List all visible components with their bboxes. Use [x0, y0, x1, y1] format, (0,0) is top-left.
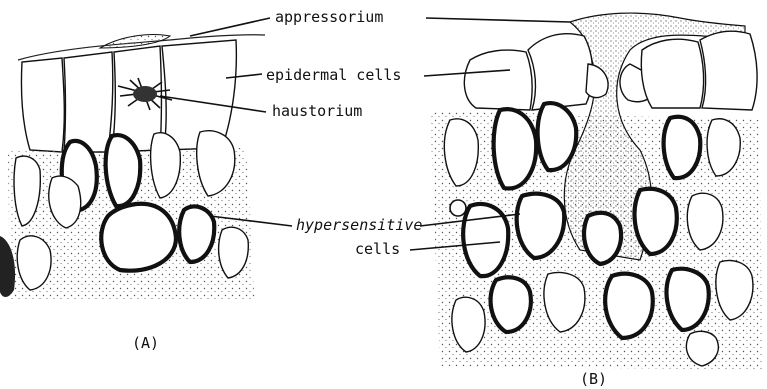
epidermal-cell	[528, 34, 593, 110]
appressorium-label: appressorium	[275, 8, 383, 26]
hypersensitive-cell	[491, 277, 531, 332]
hypersensitive-cell	[538, 103, 577, 170]
hypersensitive-cell	[667, 269, 709, 330]
panel-a-label: (A)	[132, 334, 159, 352]
epidermal-cells-label: epidermal cells	[266, 66, 401, 84]
hypersensitive-cell	[605, 274, 653, 338]
hypersensitive-cell	[584, 213, 621, 264]
epidermal-cell	[641, 39, 703, 108]
hypersensitive-cell	[664, 117, 701, 178]
panel-b	[430, 13, 762, 370]
panel-b-label: (B)	[580, 370, 607, 388]
hypersensitive-cell	[635, 189, 677, 254]
hypersensitive-cell	[463, 204, 508, 276]
panel-a	[0, 35, 265, 301]
hypersensitive-cell	[101, 204, 176, 271]
hypersensitive-label-line1: hypersensitive	[296, 216, 422, 234]
epidermal-cell	[21, 58, 64, 152]
haustorium-label: haustorium	[272, 102, 362, 120]
hypersensitive-cell	[179, 206, 214, 262]
epidermal-cell	[700, 31, 757, 110]
hypersensitive-label-line2: cells	[355, 240, 400, 258]
epidermal-cell	[64, 52, 113, 152]
hypersensitive-cell	[494, 109, 537, 188]
small-cell	[450, 200, 466, 216]
appressorium-leader-b	[426, 18, 570, 22]
appressorium-leader-a	[190, 18, 270, 36]
hypersensitive-cell	[106, 135, 141, 206]
epidermal-cell	[464, 50, 532, 110]
